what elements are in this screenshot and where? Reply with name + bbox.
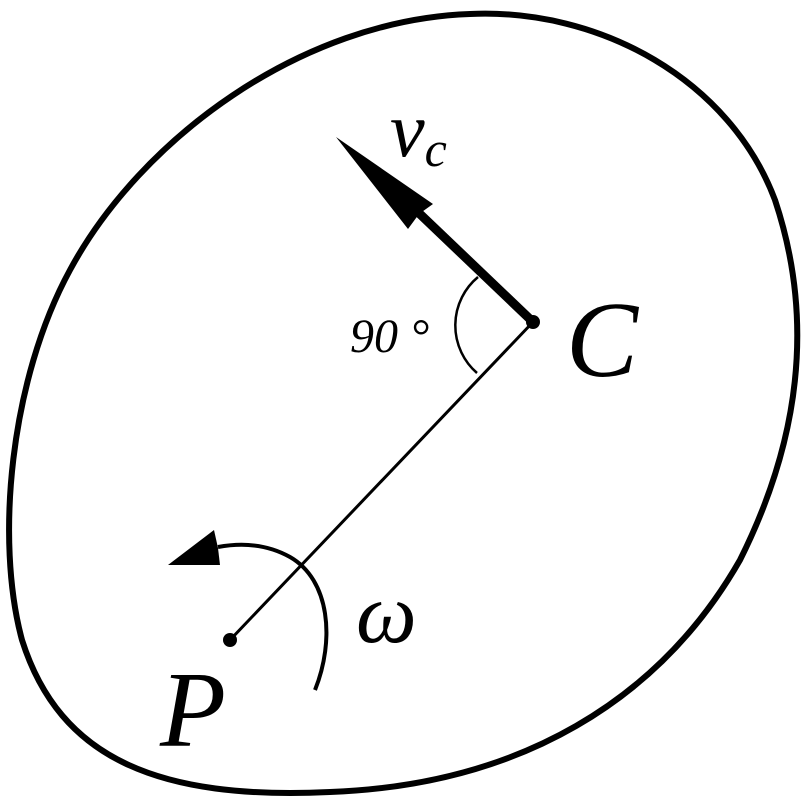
angular-velocity-label: ω <box>356 565 417 661</box>
angular-velocity-arc <box>217 542 329 691</box>
line-p-to-c <box>228 320 535 642</box>
point-p-label: P <box>159 651 226 770</box>
right-angle-arc <box>454 276 479 374</box>
velocity-arrowhead <box>336 137 433 229</box>
point-c-label: C <box>566 281 640 400</box>
velocity-vector-shaft <box>396 191 537 326</box>
velocity-subscript: c <box>425 121 447 177</box>
angular-velocity-arrowhead <box>168 530 220 565</box>
rigid-body-outline <box>6 10 801 796</box>
point-p-dot <box>223 633 237 647</box>
point-c-dot <box>526 315 540 329</box>
velocity-symbol: v <box>390 86 425 173</box>
velocity-label: vc <box>390 86 447 177</box>
angle-label: 90 ° <box>350 310 429 363</box>
